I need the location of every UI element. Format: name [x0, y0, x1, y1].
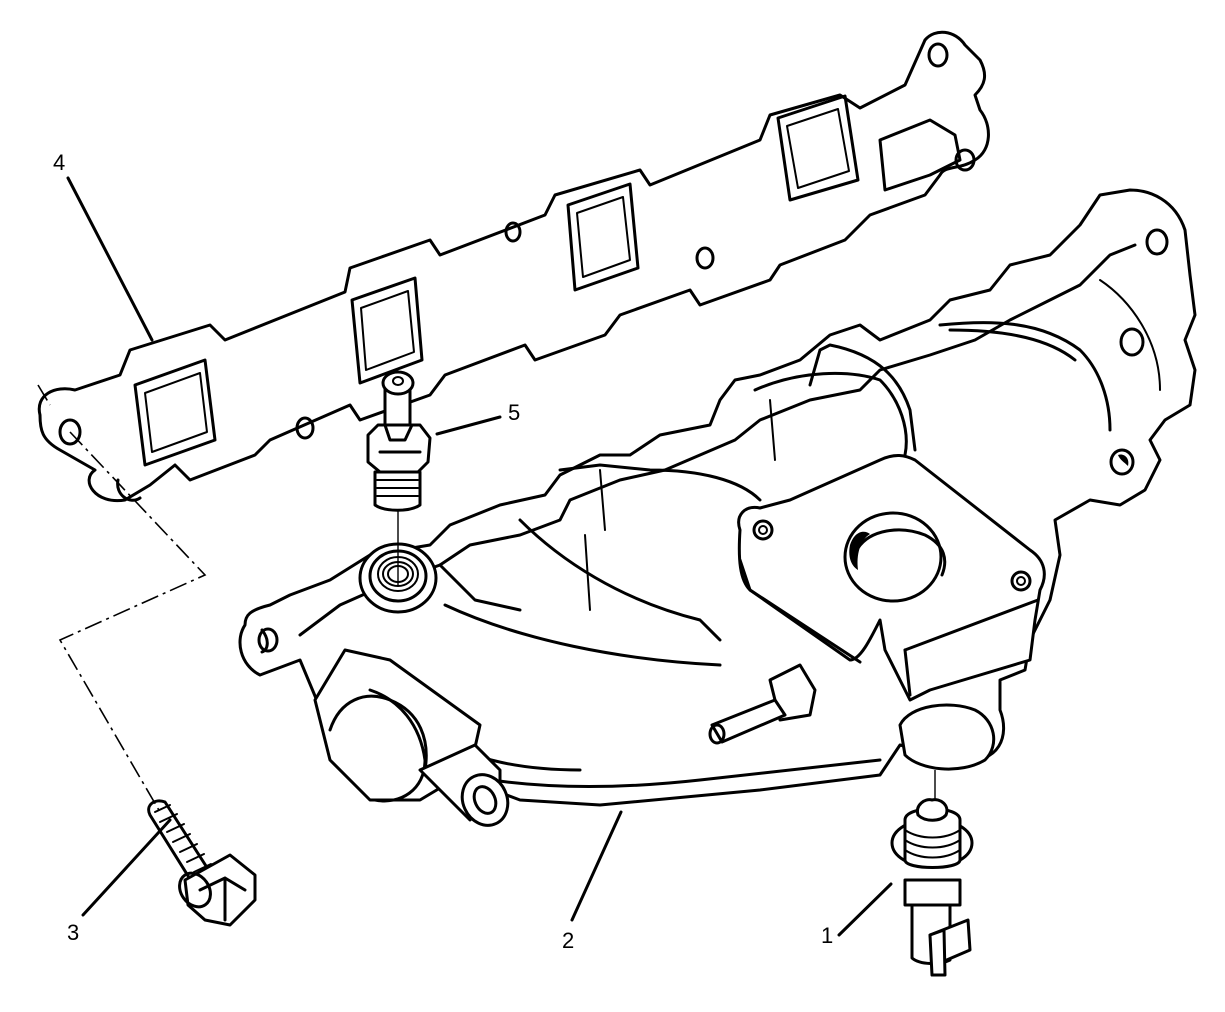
alignment-centerline — [37, 384, 207, 813]
callout-5-label: 5 — [508, 400, 521, 425]
callout-2-label: 2 — [562, 928, 575, 953]
leader-lines — [66, 176, 893, 937]
fitting-part — [366, 370, 432, 585]
callout-1-label: 1 — [821, 923, 834, 948]
gasket-part — [37, 30, 990, 503]
callout-3-label: 3 — [67, 920, 80, 945]
callout-4-label: 4 — [53, 150, 66, 175]
bolt-part — [147, 799, 257, 927]
leader-line-5 — [435, 415, 502, 436]
leader-line-3 — [81, 818, 172, 917]
manifold-part — [238, 188, 1197, 827]
leader-line-2 — [570, 810, 623, 922]
leader-line-4 — [66, 176, 154, 342]
sensor-part — [890, 770, 974, 977]
leader-line-1 — [837, 882, 893, 937]
